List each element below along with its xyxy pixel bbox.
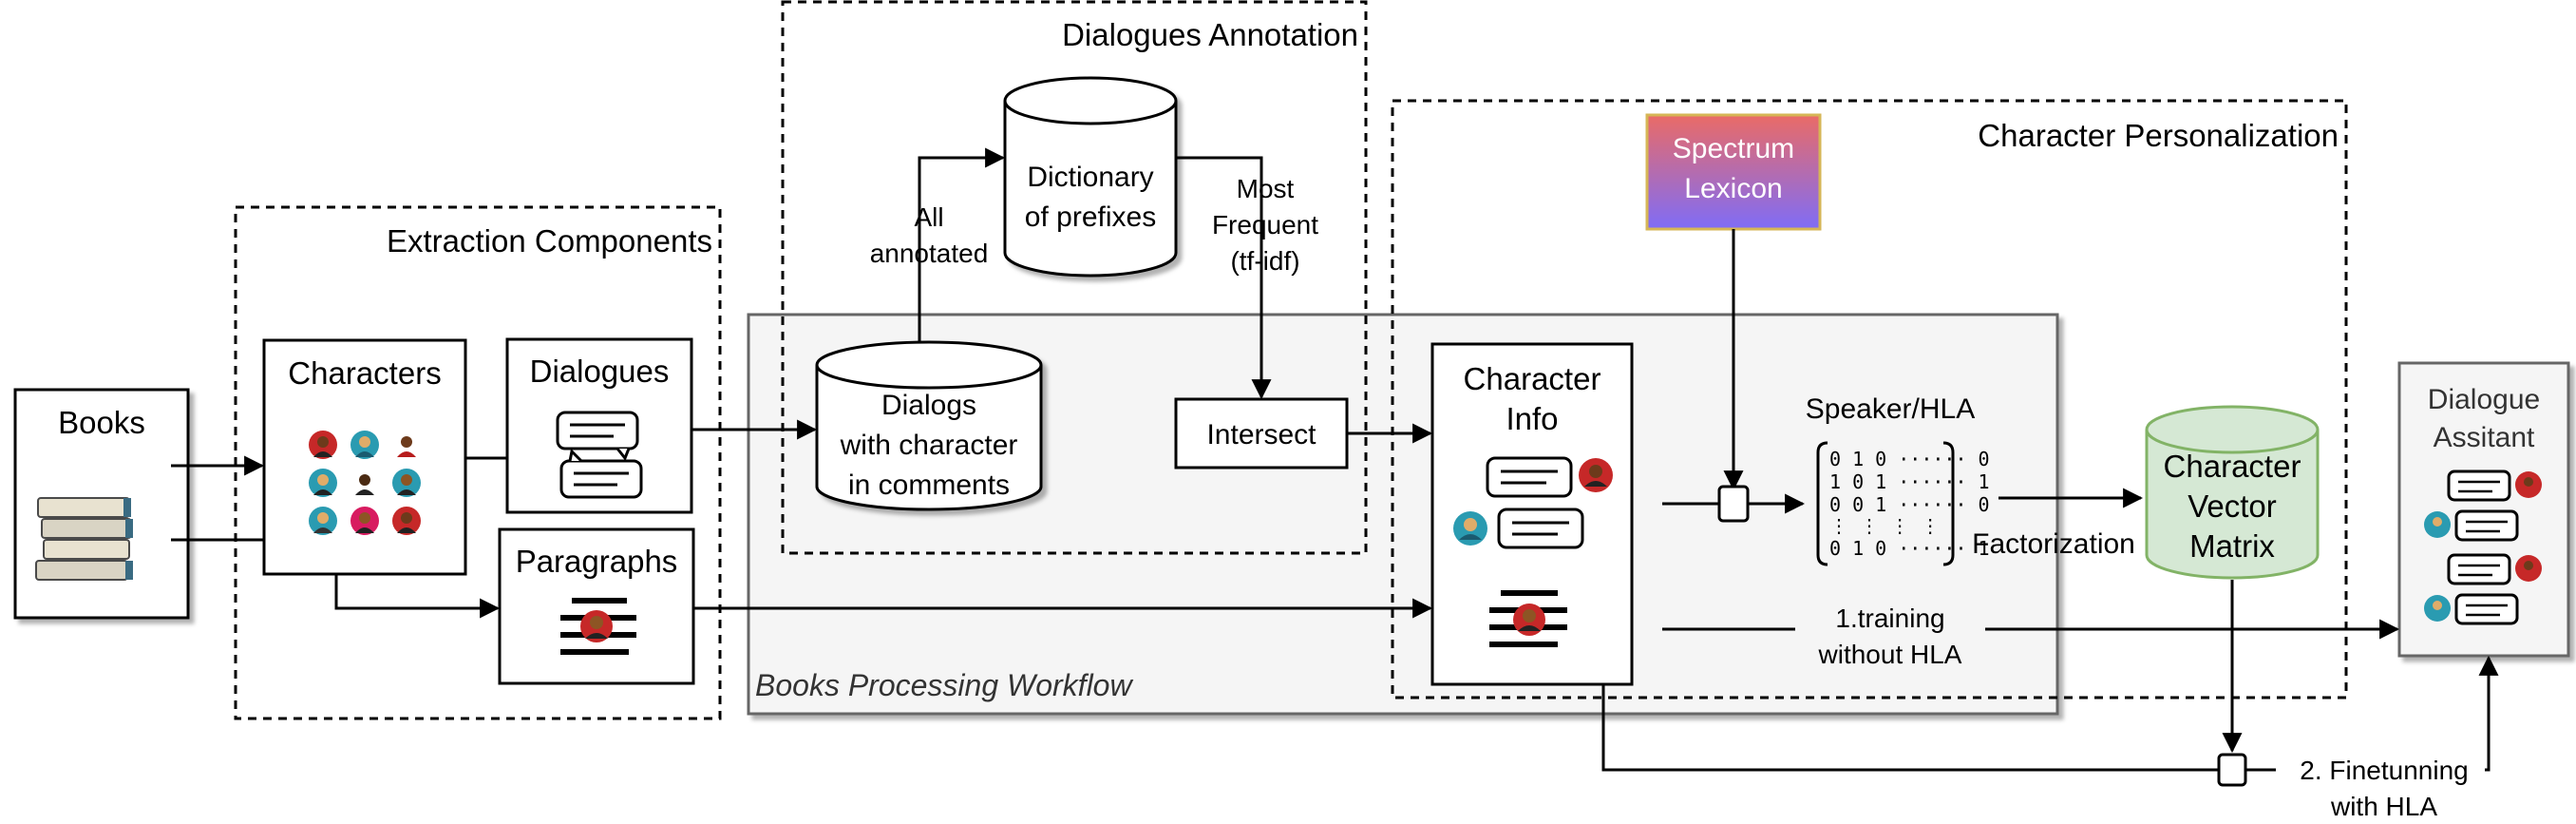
intersect-node [1174,397,1349,469]
annotation-group [781,0,1368,555]
dialogue-assistant-label-1: Dialogue [2428,384,2540,415]
finetune-junction-node [2217,753,2247,787]
label-all-annotated-2: annotated [870,239,989,268]
characters-title: Characters [288,355,441,391]
paragraph-portrait-icon [560,598,636,655]
character-avatar-icon [309,469,337,497]
character-avatar-icon [309,431,337,459]
training-label-bg [1795,597,1985,669]
character-info-title-2: Info [1506,401,1558,436]
vector-matrix-label-1: Character [2164,449,2301,484]
extraction-group-title: Extraction Components [387,223,712,259]
dictionary-database-label-1: Dictionary [1027,162,1153,193]
junction-node [1717,485,1750,523]
label-most-frequent-3: (tf-idf) [1230,246,1299,276]
finetune-label-bg [2276,751,2485,789]
intersect-label: Intersect [1206,419,1316,450]
chat-bubbles-icon [556,411,643,499]
character-avatar-icon [350,507,379,535]
characters-node: Characters [262,338,467,576]
dialogue-assistant-node: Dialogue Assitant [2397,361,2570,658]
character-avatar-icon [350,469,379,497]
matrix-row-5: 0 1 0 ······ 1 [1829,537,1990,560]
dictionary-database-label-2: of prefixes [1025,201,1156,233]
books-stack-icon [35,497,133,581]
annotation-group-title: Dialogues Annotation [1062,17,1358,52]
dialogue-assistant-label-2: Assitant [2434,422,2535,453]
matrix-row-2: 1 0 1 ······ 1 [1829,470,1990,493]
dialogs-database-label-2: with character [840,430,1018,461]
dialogues-title: Dialogues [530,354,670,389]
character-info-title-1: Character [1464,361,1601,396]
vector-matrix-database [2145,405,2320,580]
dialogs-database [815,340,1043,511]
personalization-group [1391,99,2348,699]
spectrum-lexicon-label-1: Spectrum [1673,133,1794,164]
label-training-1: 1.training [1835,604,1944,633]
extraction-group [234,205,722,720]
paragraphs-title: Paragraphs [516,544,678,579]
label-factorization: Factorization [1972,528,2135,560]
label-all-annotated-1: All [914,202,943,232]
spectrum-lexicon-label-2: Lexicon [1684,173,1782,204]
matrix-row-1: 0 1 0 ······ 0 [1829,448,1990,470]
label-most-frequent-2: Frequent [1212,210,1318,240]
dialogs-database-label-1: Dialogs [881,390,976,421]
speaker-hla-label: Speaker/HLA [1806,393,1975,425]
dialogues-node: Dialogues [505,337,693,514]
character-avatar-icon [309,507,337,535]
conversation-icon [2424,469,2542,625]
conversation-icon [1453,456,1613,549]
books-title: Books [58,405,145,440]
label-finetuning-2: with HLA [2330,792,2437,821]
vector-matrix-label-3: Matrix [2189,528,2275,564]
spectrum-lexicon-node [1645,113,1822,231]
character-info-node: Character Info [1430,342,1634,686]
character-avatar-icon [392,507,421,535]
arrow-dialogs-db-to-dictionary [918,147,1006,342]
matrix-row-4: ⋮ ⋮ ⋮ ⋮ [1829,514,1940,537]
dialogs-database-label-3: in comments [848,469,1010,501]
character-avatar-icon [392,431,421,459]
personalization-group-title: Character Personalization [1978,118,2339,153]
paragraph-portrait-icon [1489,590,1567,647]
characters-avatars-icon [309,431,421,535]
label-finetuning-1: 2. Finetunning [2300,756,2468,785]
character-avatar-icon [392,469,421,497]
workflow-label: Books Processing Workflow [755,668,1133,702]
arrow-dictionary-to-intersect [1176,156,1272,400]
binary-matrix-icon: 0 1 0 ······ 0 1 0 1 ······ 1 0 0 1 ····… [1816,441,1990,566]
arrow-characters-to-paragraphs [334,574,501,619]
label-most-frequent-1: Most [1237,174,1295,203]
line-character-info-to-finetune [1601,684,2219,772]
character-avatar-icon [350,431,379,459]
dictionary-database [1003,76,1178,278]
label-training-2: without HLA [1818,640,1962,669]
vector-matrix-label-2: Vector [2188,489,2277,524]
matrix-row-3: 0 0 1 ······ 0 [1829,493,1990,516]
paragraphs-node: Paragraphs [498,527,695,685]
books-node: Books [13,388,190,620]
